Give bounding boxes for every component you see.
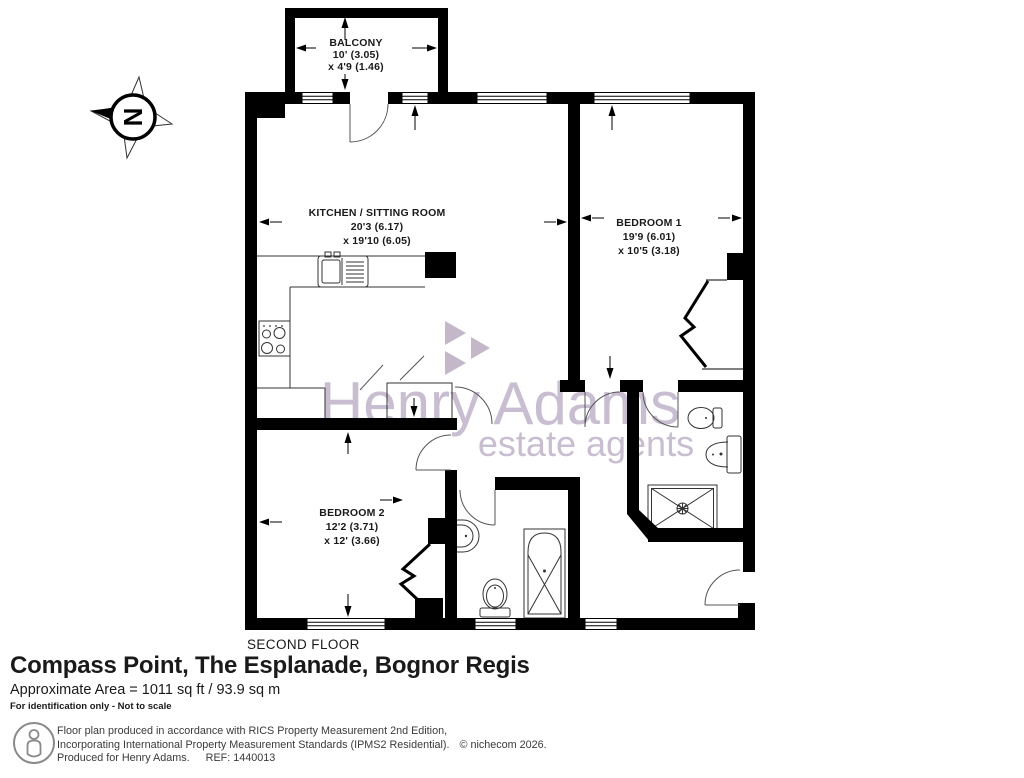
balcony-dim1: 10' (3.05) xyxy=(333,49,380,61)
bedroom2-dim1: 12'2 (3.71) xyxy=(326,521,379,533)
bedroom2-label: BEDROOM 2 xyxy=(319,507,384,519)
compass-icon: N xyxy=(89,75,174,160)
balcony-door-opening xyxy=(350,92,388,104)
bathroom-toilet xyxy=(479,578,511,618)
bedroom1-door xyxy=(584,391,621,428)
kitchen-double-doors xyxy=(359,355,493,425)
kitchen-sink xyxy=(317,251,369,288)
disclaimer: For identification only - Not to scale xyxy=(10,701,172,712)
bedroom2-door xyxy=(415,434,452,471)
doors xyxy=(349,103,741,606)
window xyxy=(474,618,517,630)
floor-label: SECOND FLOOR xyxy=(247,637,360,652)
kitchen-label: KITCHEN / SITTING ROOM xyxy=(309,207,446,219)
produced-for: Produced for Henry Adams. xyxy=(57,752,190,764)
bedroom1-dim1: 19'9 (6.01) xyxy=(623,231,676,243)
balcony-label: BALCONY xyxy=(329,37,382,49)
bedroom2-wardrobe xyxy=(398,542,432,602)
balcony-dim2: x 4'9 (1.46) xyxy=(328,61,384,73)
ensuite-shower xyxy=(647,484,718,533)
dimension-arrows xyxy=(259,17,742,617)
reference-number: REF: 1440013 xyxy=(205,752,276,764)
person-icon xyxy=(13,722,55,764)
approximate-area: Approximate Area = 1011 sq ft / 93.9 sq … xyxy=(10,682,281,698)
footer-text: Floor plan produced in accordance with R… xyxy=(57,725,547,766)
window xyxy=(584,618,618,630)
ensuite-door xyxy=(642,391,679,428)
kitchen-dim1: 20'3 (6.17) xyxy=(351,221,404,233)
kitchen-hob xyxy=(258,320,291,357)
ensuite-toilet xyxy=(687,407,723,429)
window xyxy=(401,92,429,104)
ensuite-basin xyxy=(705,435,742,474)
window xyxy=(301,92,334,104)
window xyxy=(306,618,386,630)
bedroom1-label: BEDROOM 1 xyxy=(616,217,681,229)
footer: Floor plan produced in accordance with R… xyxy=(0,718,1024,778)
window xyxy=(593,92,691,104)
bathroom-bathtub xyxy=(523,528,566,619)
footer-line3: Produced for Henry Adams. REF: 1440013 xyxy=(57,752,547,766)
bedroom1-wardrobe xyxy=(678,279,743,370)
footer-line2: Incorporating International Property Mea… xyxy=(57,738,547,751)
footer-line1: Floor plan produced in accordance with R… xyxy=(57,725,448,737)
balcony-door xyxy=(349,103,389,143)
compass-north-letter: N xyxy=(118,108,148,127)
bathroom-door xyxy=(459,489,496,526)
copyright-notice: © nichecom 2026. xyxy=(459,738,547,751)
watermark-tagline: estate agents xyxy=(478,423,694,464)
henry-adams-logo-icon xyxy=(445,321,490,375)
windows xyxy=(301,92,691,630)
bedroom1-dim2: x 10'5 (3.18) xyxy=(618,245,680,257)
kitchen-dim2: x 19'10 (6.05) xyxy=(343,235,411,247)
entrance-door xyxy=(704,569,741,606)
page-title: Compass Point, The Esplanade, Bognor Reg… xyxy=(10,652,530,679)
bathroom-basin xyxy=(457,519,480,553)
bedroom2-dim2: x 12' (3.66) xyxy=(324,535,380,547)
window xyxy=(476,92,548,104)
